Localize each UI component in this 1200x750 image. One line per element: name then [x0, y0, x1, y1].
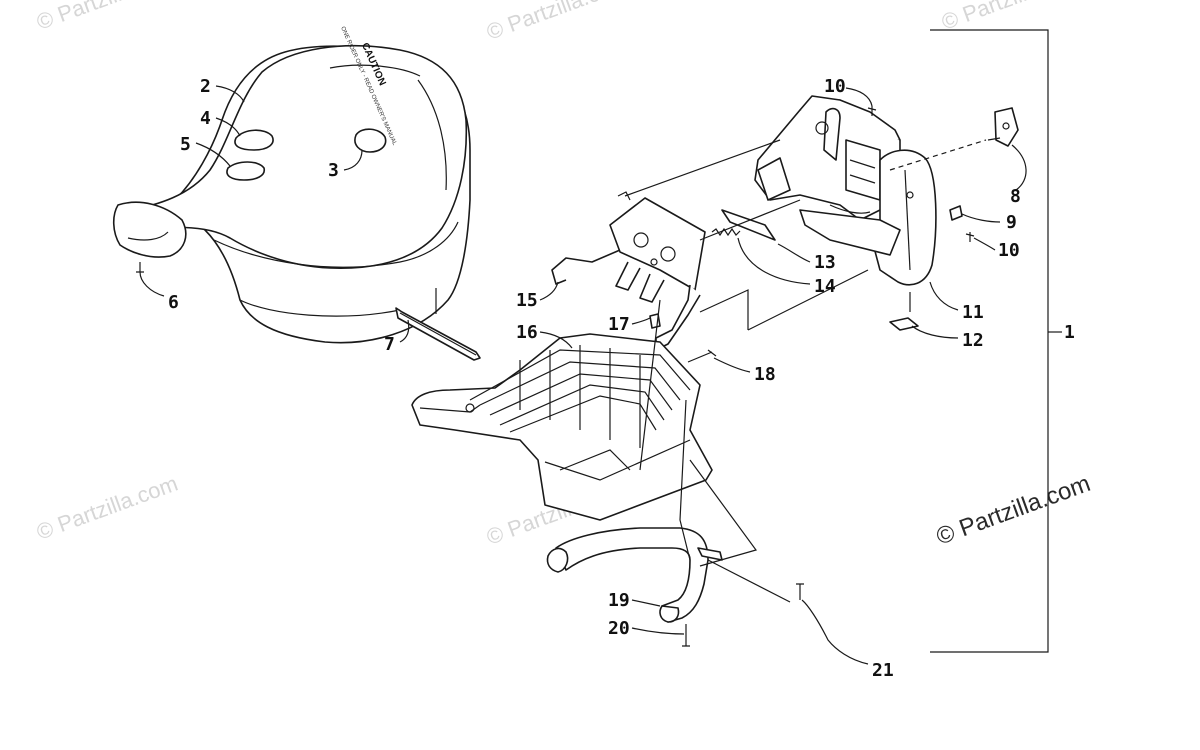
bolt-10-top: [867, 106, 877, 116]
watermark-main: © Partzilla.com: [933, 470, 1094, 551]
callouts: 1 2 3 4 5 6 7 8 9 10 10 11 12 13 14 15 1…: [168, 76, 1075, 681]
seat-strap: [395, 288, 481, 361]
clip-9: [949, 205, 963, 221]
callout-18[interactable]: 18: [754, 364, 776, 385]
callout-21[interactable]: 21: [872, 660, 894, 681]
callout-10-right[interactable]: 10: [998, 240, 1020, 261]
backrest-plate-13: [721, 209, 776, 241]
callout-19[interactable]: 19: [608, 590, 630, 611]
bolt-20: [682, 624, 690, 647]
leader-lines: [139, 29, 1062, 665]
watermark-mid-left: © Partzilla.com: [33, 471, 181, 545]
backrest-side-pad: [871, 149, 937, 286]
watermark-top-center: © Partzilla.com: [483, 0, 631, 45]
seat-patch-5: [226, 161, 266, 181]
bolt-10-right: [965, 232, 975, 242]
bracket-12: [889, 317, 919, 331]
pin-18: [687, 349, 717, 363]
callout-14[interactable]: 14: [814, 276, 836, 297]
callout-12[interactable]: 12: [962, 330, 984, 351]
seat-patch-3: [354, 128, 387, 153]
callout-15[interactable]: 15: [516, 290, 538, 311]
bolt-21: [796, 583, 804, 600]
seat-bracket: [551, 191, 706, 351]
backrest-assembly: [754, 95, 937, 286]
seat: CAUTION ONE RIDER ONLY - READ OWNER'S MA…: [112, 26, 471, 344]
callout-11[interactable]: 11: [962, 302, 984, 323]
callout-20[interactable]: 20: [608, 618, 630, 639]
callout-16[interactable]: 16: [516, 322, 538, 343]
seat-clip-6: [136, 262, 144, 273]
callout-13[interactable]: 13: [814, 252, 836, 273]
callout-8[interactable]: 8: [1010, 186, 1021, 207]
backrest-latch-8: [987, 107, 1019, 147]
grab-bar-19: [546, 527, 723, 623]
callout-3[interactable]: 3: [328, 160, 339, 181]
backrest-spring-14: [711, 227, 741, 237]
watermark-top-left: © Partzilla.com: [33, 0, 181, 35]
seat-base: [411, 333, 713, 521]
callout-9[interactable]: 9: [1006, 212, 1017, 233]
callout-10-top[interactable]: 10: [824, 76, 846, 97]
callout-17[interactable]: 17: [608, 314, 630, 335]
callout-7[interactable]: 7: [384, 334, 395, 355]
callout-4[interactable]: 4: [200, 108, 211, 129]
callout-1[interactable]: 1: [1064, 322, 1075, 343]
seat-patch-4: [234, 129, 274, 151]
callout-2[interactable]: 2: [200, 76, 211, 97]
callout-6[interactable]: 6: [168, 292, 179, 313]
callout-5[interactable]: 5: [180, 134, 191, 155]
